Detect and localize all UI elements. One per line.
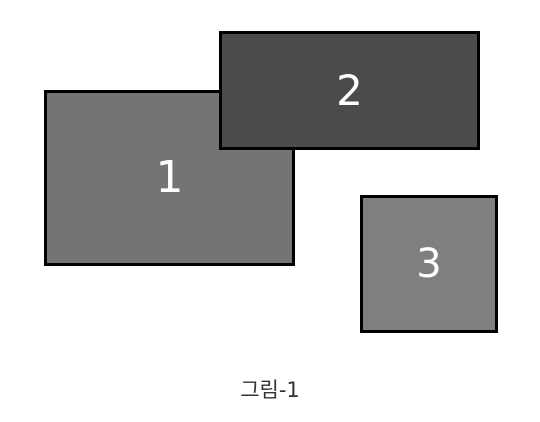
figure-caption: 그림-1: [240, 378, 300, 402]
rectangle-3-label: 3: [416, 241, 442, 287]
rectangle-2: 2: [219, 31, 480, 150]
rectangle-1-label: 1: [155, 152, 184, 203]
rectangle-3: 3: [360, 195, 498, 333]
rectangle-2-label: 2: [336, 65, 363, 115]
